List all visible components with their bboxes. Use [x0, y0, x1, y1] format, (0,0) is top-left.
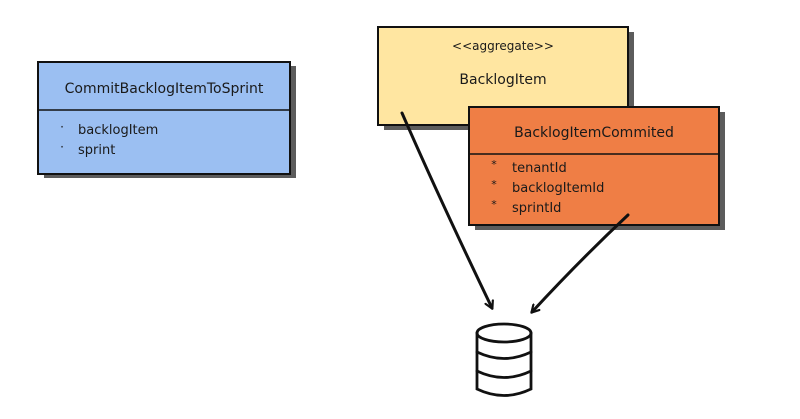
event-field-backlogitemid: backlogItemId — [512, 181, 604, 196]
command-box-body — [37, 61, 291, 175]
event-field-tenantid: tenantId — [512, 161, 567, 176]
arrow-event-to-store — [532, 213, 630, 312]
event-box: BacklogItemCommited * tenantId * backlog… — [468, 106, 725, 230]
event-field-bullet: * — [491, 198, 497, 211]
command-field-bullet: · — [60, 120, 64, 134]
command-title: CommitBacklogItemToSprint — [65, 81, 264, 97]
event-box-body — [468, 106, 720, 226]
command-field-bullet: · — [60, 140, 64, 154]
event-field-bullet: * — [491, 158, 497, 171]
arrow-aggregate-to-store — [400, 111, 492, 308]
database-icon — [475, 322, 533, 397]
command-field-backlogitem: backlogItem — [78, 123, 158, 138]
aggregate-title: BacklogItem — [459, 72, 546, 88]
event-title: BacklogItemCommited — [514, 125, 674, 141]
event-field-sprintid: sprintId — [512, 201, 561, 216]
command-field-sprint: sprint — [78, 143, 115, 158]
event-field-bullet: * — [491, 178, 497, 191]
command-box: CommitBacklogItemToSprint · backlogItem … — [37, 61, 296, 178]
aggregate-stereotype: <<aggregate>> — [452, 39, 554, 53]
